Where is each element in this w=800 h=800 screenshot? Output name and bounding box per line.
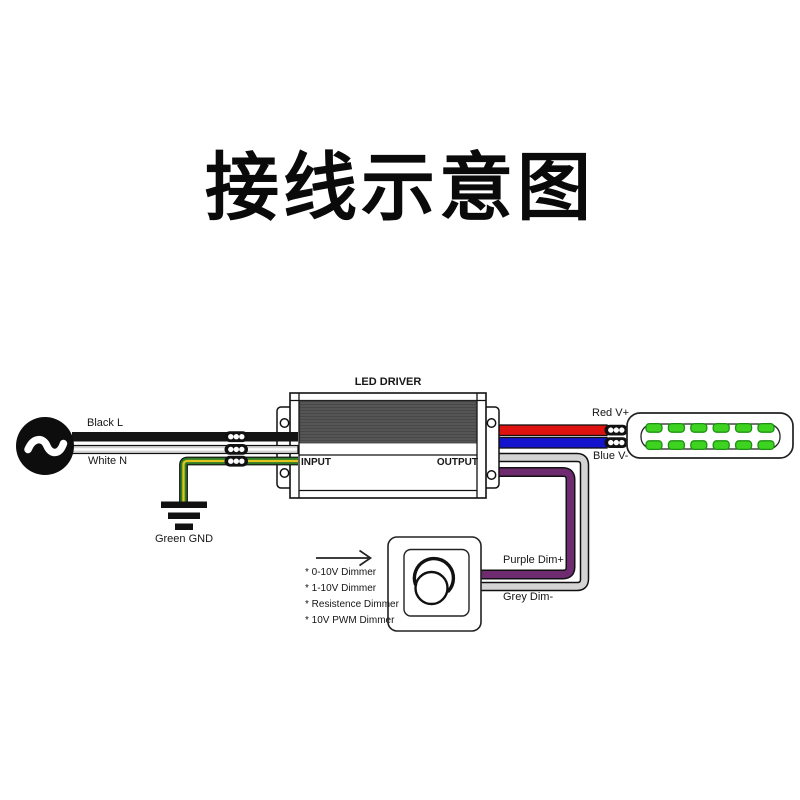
grey-dim-label: Grey Dim- bbox=[503, 591, 554, 603]
white-neutral-wire bbox=[71, 444, 299, 455]
led-strip-module bbox=[626, 412, 794, 459]
dimmer-type-item: * Resistence Dimmer bbox=[305, 599, 399, 610]
red-output-wire bbox=[485, 424, 608, 437]
grey-dim-wire bbox=[481, 452, 590, 592]
input-label: INPUT bbox=[301, 457, 331, 468]
led-driver-label: LED DRIVER bbox=[354, 376, 422, 388]
ac-source-icon bbox=[16, 417, 74, 475]
driver-heatsink bbox=[299, 400, 477, 444]
dimmer-box bbox=[387, 536, 482, 632]
led-chips bbox=[645, 422, 775, 451]
dimmer-knob-icon bbox=[412, 556, 456, 606]
output-label: OUTPUT bbox=[436, 457, 478, 468]
white-neutral-label: White N bbox=[88, 455, 128, 467]
black-live-label: Black L bbox=[87, 417, 124, 429]
purple-dim-label: Purple Dim+ bbox=[503, 554, 564, 566]
dimmer-type-item: * 0-10V Dimmer bbox=[305, 567, 377, 578]
led-driver-box bbox=[289, 392, 487, 499]
ground-label: Green GND bbox=[154, 533, 214, 545]
page-title: 接线示意图 bbox=[205, 145, 595, 231]
driver-flange-right bbox=[482, 406, 500, 489]
blue-output-wire bbox=[485, 436, 608, 449]
arrow-icon bbox=[316, 549, 373, 567]
blue-vminus-label: Blue V- bbox=[593, 450, 629, 462]
ground-symbol bbox=[161, 501, 207, 530]
black-live-wire bbox=[72, 432, 298, 442]
input-wire-connectors bbox=[224, 431, 248, 467]
green-ground-wire bbox=[179, 456, 298, 502]
output-wire-connectors bbox=[604, 424, 628, 448]
dimmer-type-item: * 10V PWM Dimmer bbox=[305, 615, 395, 626]
red-vplus-label: Red V+ bbox=[592, 407, 629, 419]
purple-dim-wire bbox=[481, 467, 576, 580]
dimmer-type-item: * 1-10V Dimmer bbox=[305, 583, 377, 594]
